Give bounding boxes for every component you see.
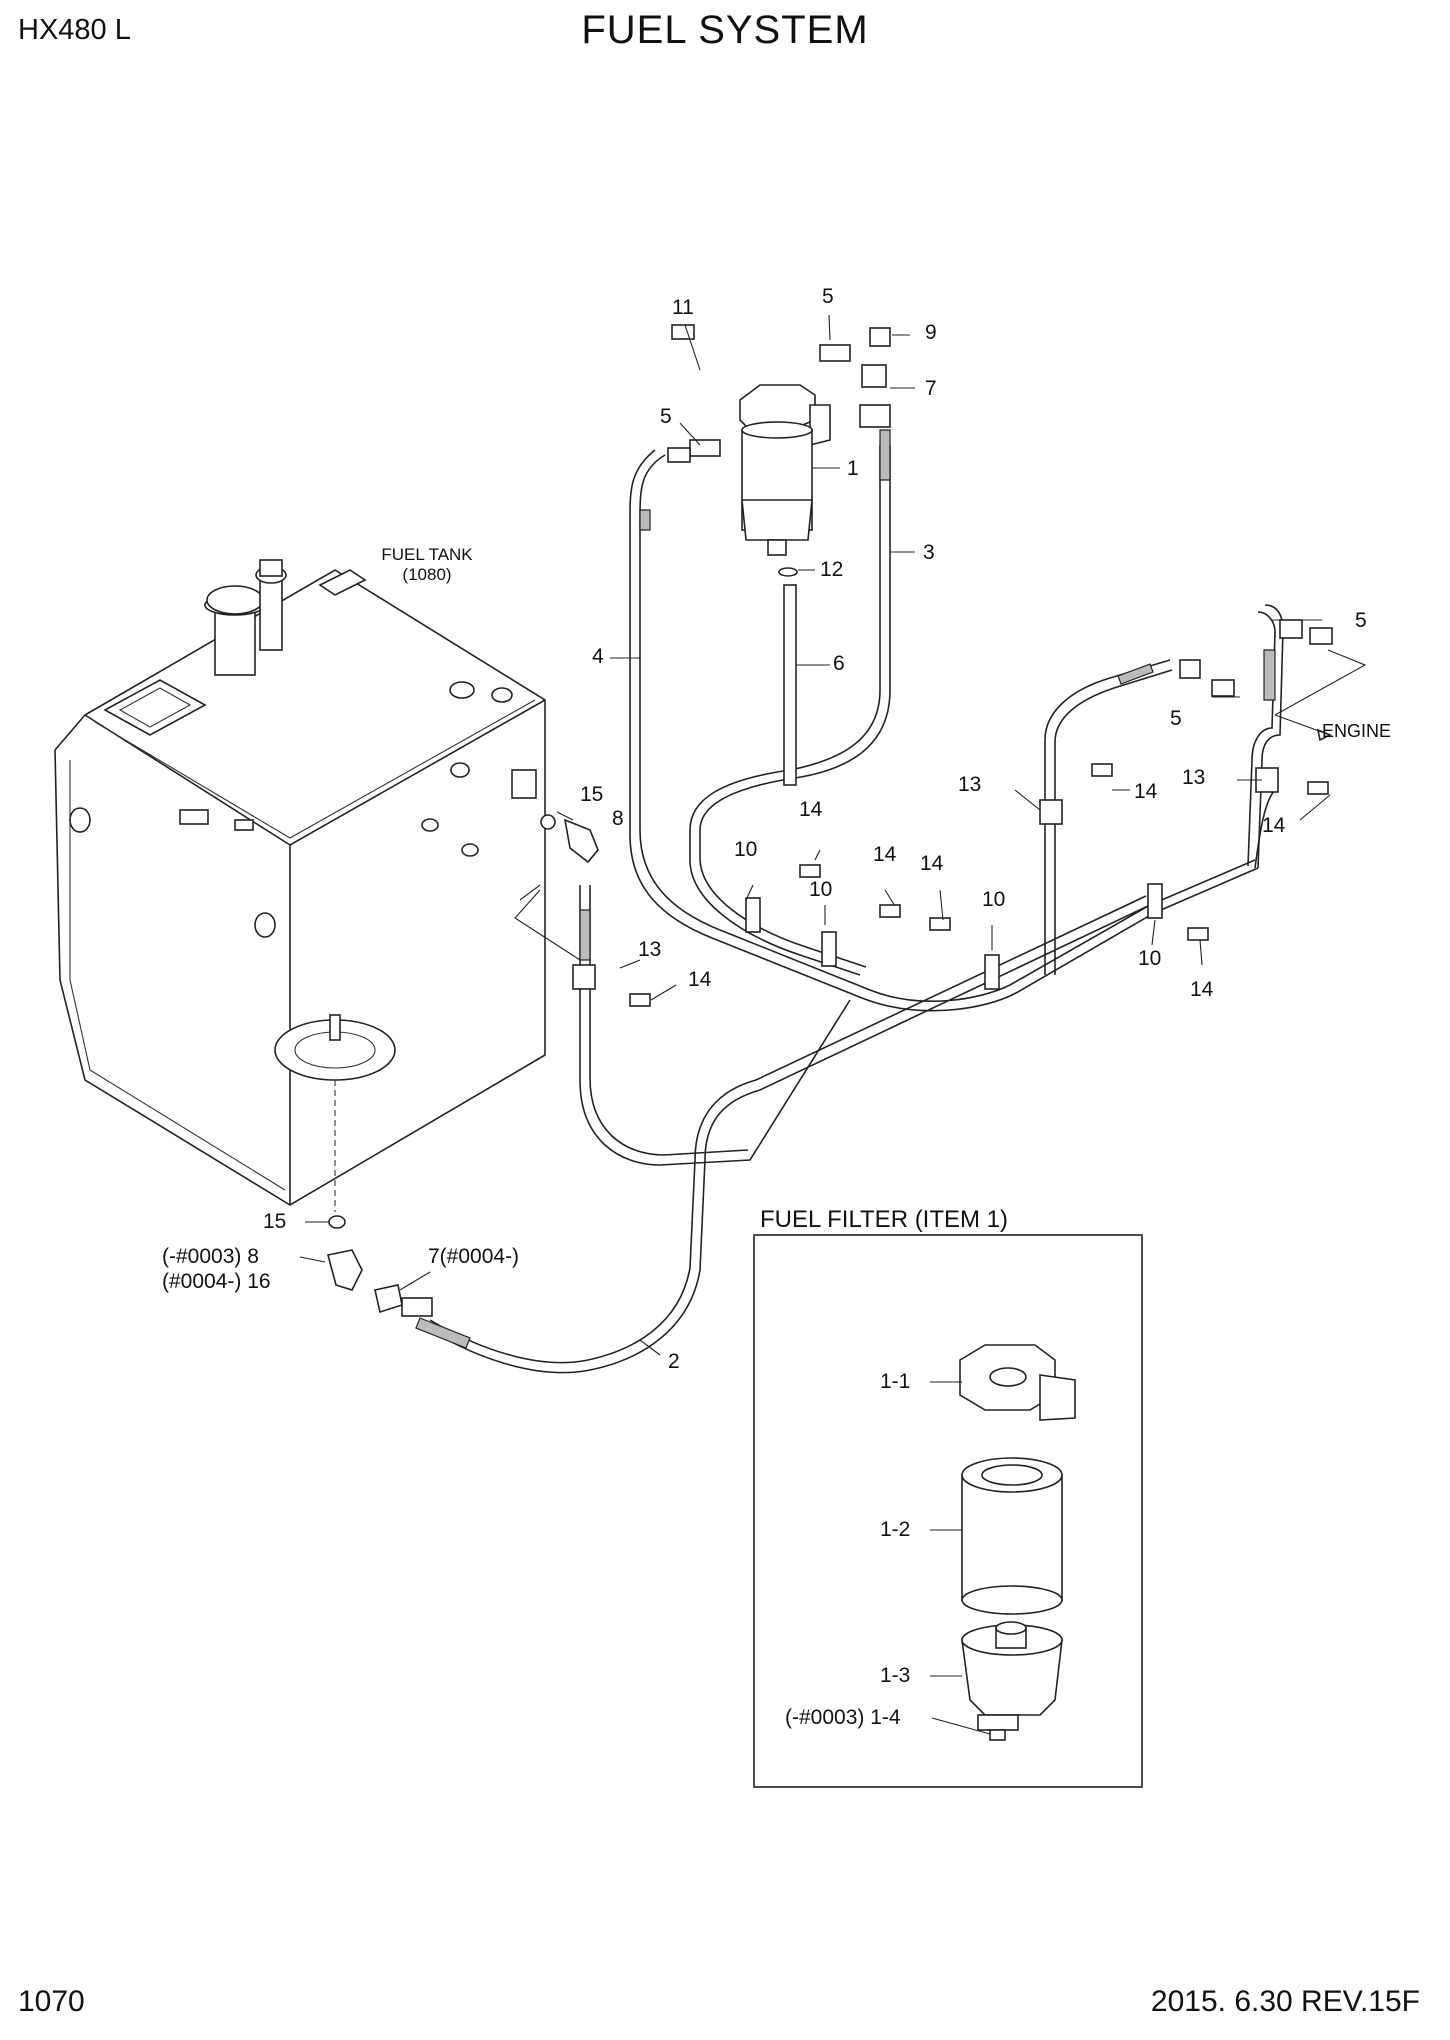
callout-1-1: 1-1 [880,1370,911,1393]
callout-8-tank: 8 [612,807,624,830]
fuel-tank-label: FUEL TANK (1080) [381,545,473,584]
callout-10-c: 10 [982,888,1006,911]
fuel-hoses [415,429,1284,1374]
callout-14-mid: 14 [1134,780,1158,803]
hose-clamps [572,763,1329,1007]
engine-label: ENGINE [1322,721,1392,741]
callout-13-right: 13 [1182,766,1206,789]
callout-2: 2 [668,1350,680,1373]
callout-11: 11 [672,296,694,319]
fuel-tank [54,559,546,1212]
callout-5-top: 5 [822,285,834,308]
callout-5-left: 5 [660,405,672,428]
callout-4: 4 [592,645,604,668]
callout-3: 3 [923,541,935,564]
callout-7-top: 7 [925,377,937,400]
callout-10-d: 10 [1138,947,1162,970]
callout-15-drain: 15 [263,1210,287,1233]
callout-12: 12 [820,558,844,581]
callout-14-b: 14 [873,843,897,866]
callout-14-a: 14 [799,798,823,821]
callout-1: 1 [847,457,859,480]
callout-15-tank: 15 [580,783,604,806]
callout-leaders [299,314,1331,1356]
fuel-filter-inset-box [753,1234,1143,1788]
callout-8-drain: (-#0003) 8 [162,1245,259,1268]
callout-14-d: 14 [1190,978,1214,1001]
callout-14-c: 14 [920,852,944,875]
fuel-filter-assembly [667,324,891,786]
callout-13-left: 13 [638,938,662,961]
callout-1-2: 1-2 [880,1518,911,1541]
callout-6: 6 [833,652,845,675]
callout-9: 9 [925,321,937,344]
callout-14-right: 14 [1262,814,1286,837]
fuel-filter-exploded-view [959,1344,1076,1741]
callout-5-right: 5 [1355,609,1367,632]
callout-10-b: 10 [809,878,833,901]
callout-7-drain: 7(#0004-) [428,1245,520,1268]
page-title: FUEL SYSTEM [581,8,869,52]
revision-date: 2015. 6.30 REV.15F [1150,1985,1420,2018]
tank-outlet-fittings [327,814,599,1317]
page-number: 1070 [18,1985,85,2018]
callout-1-3: 1-3 [880,1664,911,1687]
model-label: HX480 L [18,14,131,46]
callout-13-mid: 13 [958,773,982,796]
engine-fittings [1179,619,1367,742]
inset-title: FUEL FILTER (ITEM 1) [760,1206,1009,1233]
callout-1-4: (-#0003) 1-4 [785,1706,901,1729]
callout-10-a: 10 [734,838,758,861]
callout-14-left: 14 [688,968,712,991]
callout-16: (#0004-) 16 [162,1270,271,1293]
callout-5-engine: 5 [1170,707,1182,730]
